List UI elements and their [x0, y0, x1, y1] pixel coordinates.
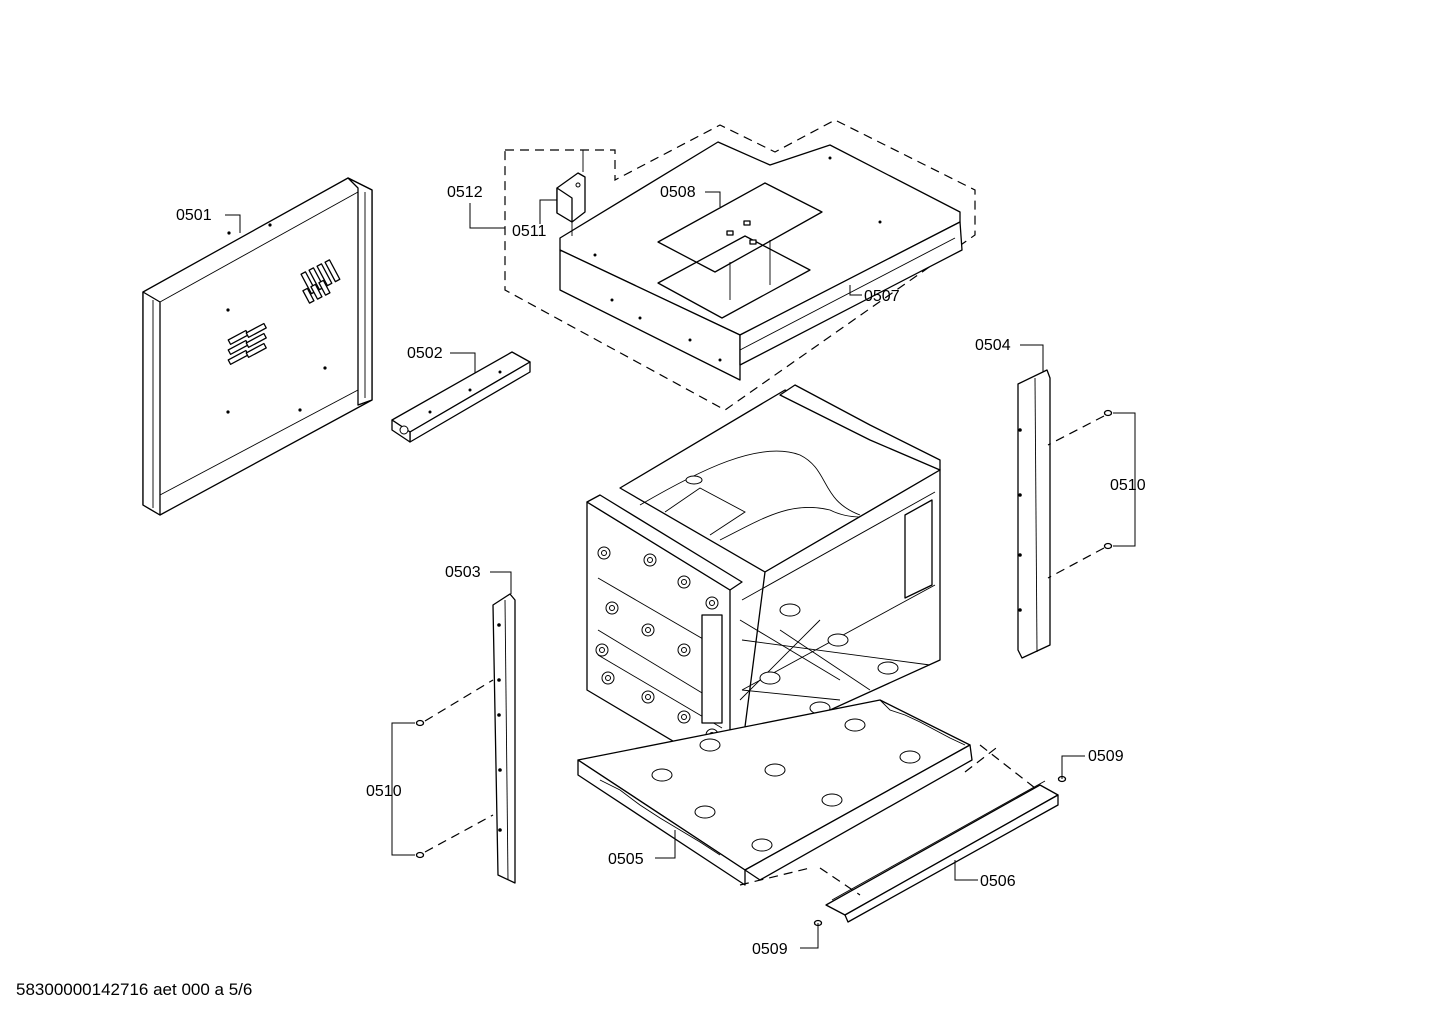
leader-0512 — [469, 203, 505, 229]
leader-0510-right — [1113, 412, 1136, 547]
label-0503: 0503 — [445, 564, 481, 581]
label-0512: 0512 — [447, 184, 483, 201]
leader-0501 — [225, 214, 241, 233]
part-0504-right-rail — [1017, 369, 1051, 659]
label-0510-left: 0510 — [366, 783, 402, 800]
leader-0506 — [954, 860, 978, 881]
label-0509-right: 0509 — [1088, 748, 1124, 765]
label-0505: 0505 — [608, 851, 644, 868]
part-0502-rail — [391, 351, 531, 443]
screws-0510-left — [415, 679, 494, 859]
label-0502: 0502 — [407, 345, 443, 362]
vent-slots-upper — [300, 259, 341, 304]
part-0505-bottom-tray — [577, 699, 973, 886]
vent-slots-center — [227, 322, 267, 365]
part-0506-front-rail — [739, 744, 1059, 923]
drawing-reference-footer: 58300000142716 aet 000 a 5/6 — [16, 980, 253, 999]
label-0509-bottom: 0509 — [752, 941, 788, 958]
label-0510-right: 0510 — [1110, 477, 1146, 494]
leader-0510-left — [391, 722, 415, 856]
label-0508: 0508 — [660, 184, 696, 201]
label-0501: 0501 — [176, 207, 212, 224]
leader-0505 — [655, 830, 676, 859]
label-0511: 0511 — [512, 223, 547, 240]
part-0501-side-panel — [142, 177, 373, 516]
label-0506: 0506 — [980, 873, 1016, 890]
leader-0509-right — [1061, 755, 1085, 779]
leader-0503 — [490, 571, 512, 594]
oven-body-frame — [586, 384, 941, 776]
leader-0502 — [450, 352, 476, 373]
top-assembly-group — [504, 119, 976, 411]
leader-0511 — [539, 199, 557, 224]
leader-0504 — [1020, 344, 1044, 372]
tray-bosses — [651, 718, 921, 852]
screws-0510-right — [1047, 409, 1113, 579]
leader-0508 — [705, 191, 721, 207]
leader-0507 — [849, 285, 862, 296]
leader-0509-bottom — [800, 923, 819, 949]
label-0507: 0507 — [864, 288, 900, 305]
label-0504: 0504 — [975, 337, 1011, 354]
part-0503-left-rail — [492, 593, 516, 884]
